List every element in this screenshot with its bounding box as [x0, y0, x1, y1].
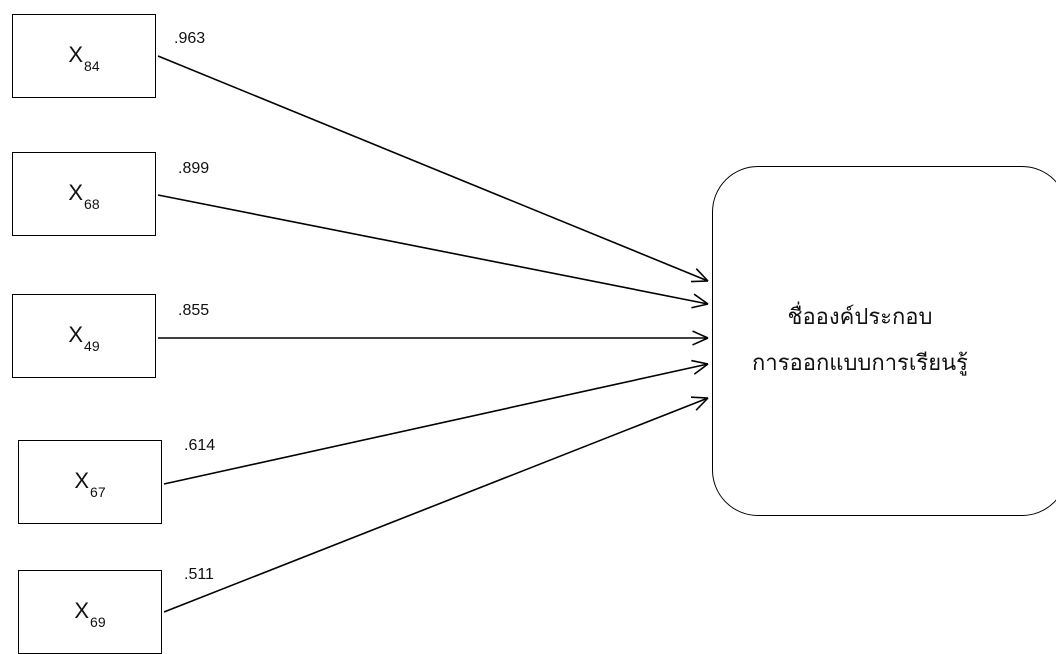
construct-subtitle: การออกแบบการเรียนรู้	[752, 351, 968, 376]
path-arrow	[158, 330, 709, 346]
loading-value: .855	[178, 302, 210, 319]
construct-box: ชื่อองค์ประกอบ การออกแบบการเรียนรู้	[712, 166, 1056, 516]
loading-value: .511	[184, 566, 214, 583]
indicator-box-x69: X69	[18, 570, 162, 654]
indicator-label: X68	[68, 179, 100, 213]
indicator-label: X49	[68, 321, 100, 355]
path-arrow	[163, 396, 709, 613]
indicator-label: X67	[74, 467, 106, 501]
loading-value: .963	[174, 30, 206, 47]
indicator-box-x49: X49	[12, 294, 156, 378]
loading-value: .614	[184, 437, 216, 454]
indicator-box-x84: X84	[12, 14, 156, 98]
indicator-box-x67: X67	[18, 440, 162, 524]
path-arrow	[157, 55, 709, 283]
indicator-box-x68: X68	[12, 152, 156, 236]
indicator-label: X84	[68, 41, 100, 75]
path-arrow	[163, 359, 709, 485]
loading-value: .899	[178, 160, 210, 177]
path-arrow	[157, 194, 709, 309]
construct-name: ชื่อองค์ประกอบ	[787, 304, 933, 330]
indicator-label: X69	[74, 597, 106, 631]
